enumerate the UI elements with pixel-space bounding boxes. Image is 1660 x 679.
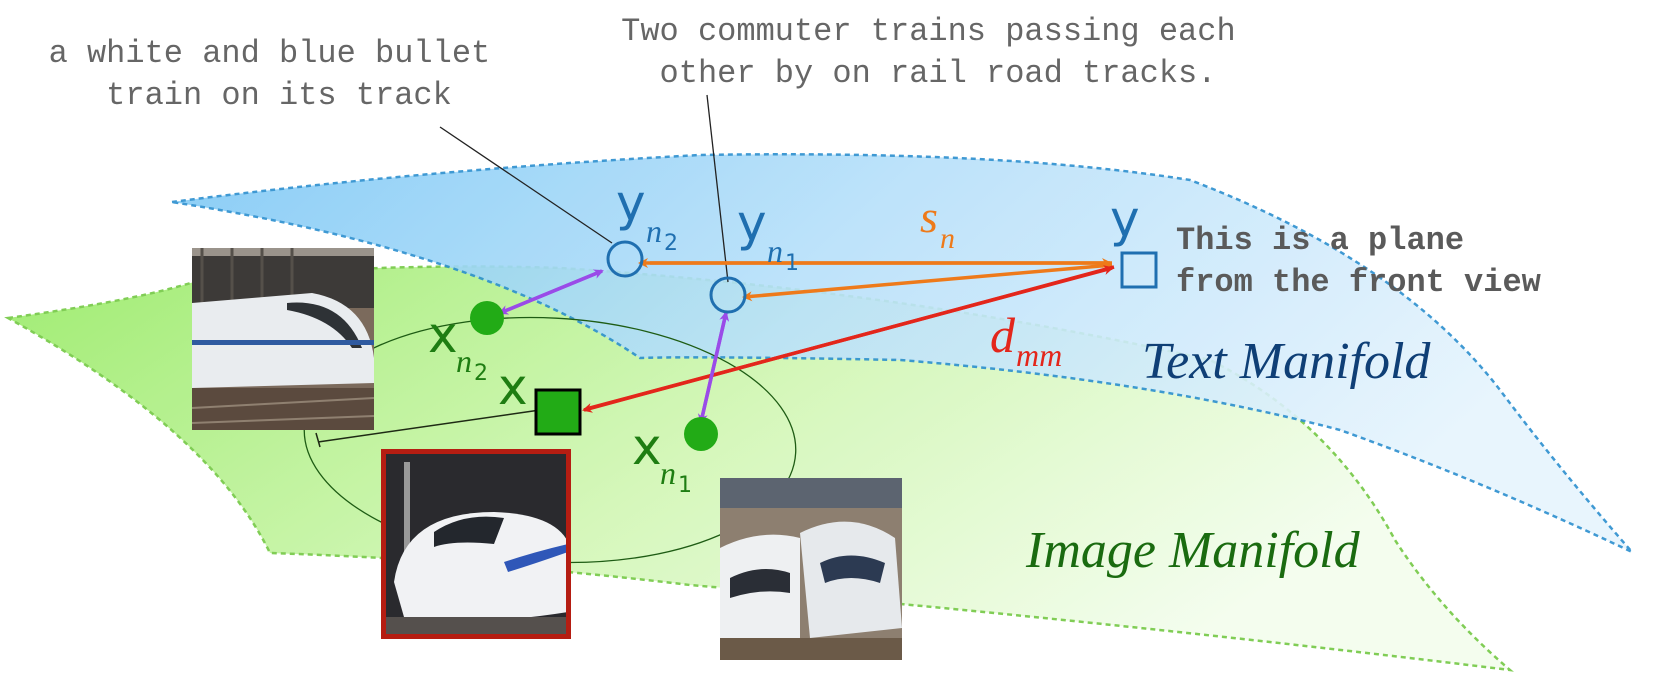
node-x-n2 <box>470 301 504 335</box>
label-x-n2-subsub: 2 <box>474 361 488 386</box>
label-x-n2-base: x <box>428 306 458 364</box>
label-x-n1-base: x <box>632 418 662 476</box>
label-d-mm-base: d <box>990 307 1016 363</box>
node-x <box>534 388 582 436</box>
label-d-mm-sub: mm <box>1016 337 1062 373</box>
photo-two-trains-right <box>720 478 902 660</box>
label-s-n-sub: n <box>940 222 955 255</box>
caption-bullet-train-line1: a white and blue bullet <box>49 35 491 72</box>
label-y-n2-subsub: 2 <box>664 231 678 256</box>
label-x-n1-sub: n <box>660 455 676 491</box>
label-y-n1-sub: n <box>767 233 783 269</box>
caption-plane: This is a plane from the front view <box>1176 222 1542 301</box>
ellipse-to-photo-tick <box>315 432 321 448</box>
label-y-n2-base: y <box>616 174 646 232</box>
caption-plane-line2: from the front view <box>1176 264 1542 301</box>
label-s-n-base: s <box>920 191 938 242</box>
photo-bullet-train-center <box>386 454 566 634</box>
text-manifold-surface <box>171 153 1633 554</box>
label-y-n1: y n 1 <box>737 194 799 276</box>
caption-commuter-trains-line2: other by on rail road tracks. <box>660 55 1217 92</box>
node-y <box>1120 251 1158 289</box>
label-y-n1-subsub: 1 <box>785 251 799 276</box>
caption-leader-y-n1 <box>706 94 729 283</box>
label-y-n1-base: y <box>737 194 767 252</box>
text-manifold-label: Text Manifold <box>1142 333 1431 390</box>
arrow-neighbor-x-n2-y-n2 <box>498 269 603 315</box>
image-manifold-label: Image Manifold <box>1025 522 1361 579</box>
label-y-n2-sub: n <box>646 213 662 249</box>
arrow-neighbor-x-n1-y-n1 <box>699 311 730 423</box>
node-y-n1 <box>709 276 747 314</box>
label-d-mm: d mm <box>990 307 1062 373</box>
caption-commuter-trains: Two commuter trains passing each other b… <box>621 13 1255 92</box>
node-y-n2 <box>606 240 644 278</box>
label-x-n1-subsub: 1 <box>678 473 692 498</box>
label-s-n: s n <box>920 191 955 255</box>
label-x: x <box>498 358 528 416</box>
arrow-y-to-y-n1 <box>742 263 1113 302</box>
caption-leader-y-n2 <box>439 126 613 244</box>
caption-commuter-trains-line1: Two commuter trains passing each <box>621 13 1236 50</box>
ellipse-to-photo-leader <box>317 409 541 443</box>
arrow-d-mm-tail <box>589 265 1114 410</box>
photo-bullet-train-left <box>192 248 374 430</box>
node-x-n1 <box>684 417 718 451</box>
caption-bullet-train-line2: train on its track <box>106 77 452 114</box>
label-y: y <box>1110 190 1140 248</box>
caption-plane-line1: This is a plane <box>1176 222 1464 259</box>
caption-bullet-train: a white and blue bullet train on its tra… <box>49 35 510 114</box>
label-y-n2: y n 2 <box>616 174 678 256</box>
label-x-n1: x n 1 <box>632 418 692 498</box>
label-x-n2: x n 2 <box>428 306 488 386</box>
label-x-n2-sub: n <box>456 343 472 379</box>
